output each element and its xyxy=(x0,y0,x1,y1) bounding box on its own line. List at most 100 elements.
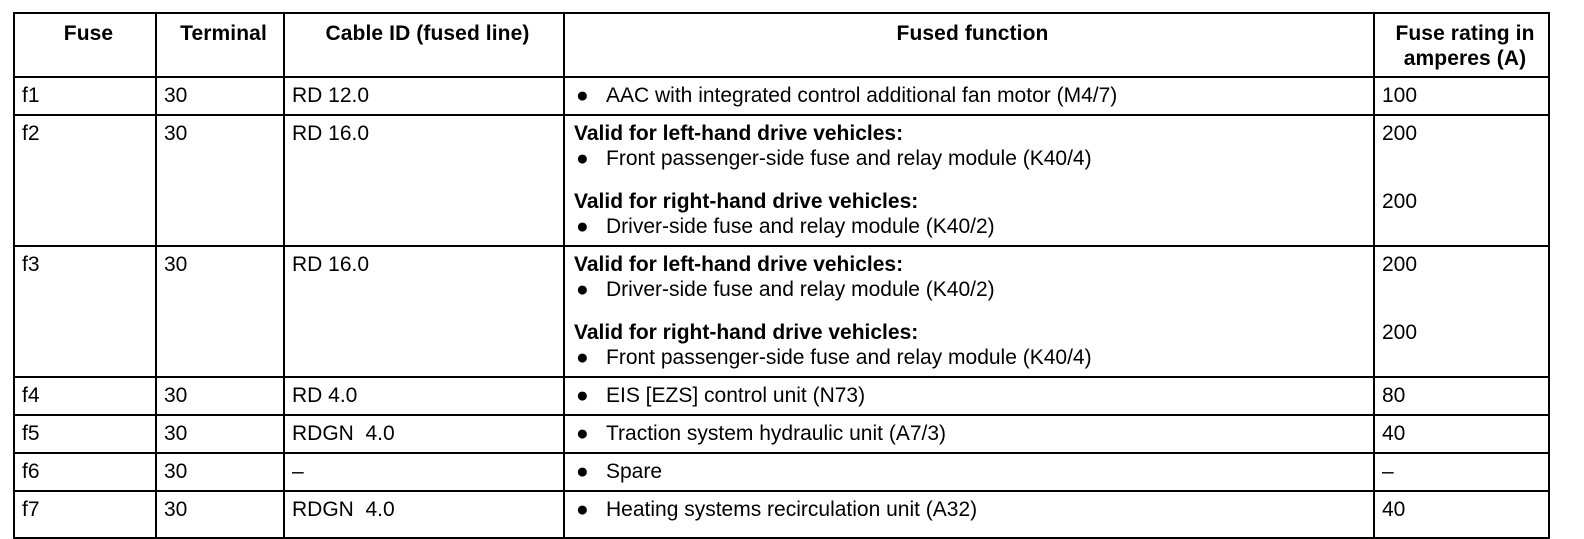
fused-function-block: ● EIS [EZS] control unit (N73) xyxy=(565,378,1373,414)
fused-function-item: ● Driver-side fuse and relay module (K40/… xyxy=(565,277,1373,302)
table-row: f2 30 RD 16.0 Valid for left-hand drive veh… xyxy=(13,114,1550,247)
fuse-id-value: f7 xyxy=(22,498,40,521)
fused-function-block: Valid for left-hand drive vehicles:● Driv… xyxy=(565,247,1373,376)
fused-function-item-label: Spare xyxy=(606,460,663,483)
fused-function-item: ●Front passenger-side fuse and relay mod… xyxy=(565,345,1373,370)
fused-function-item-label: Heating systems recirculation unit (A32) xyxy=(606,498,978,521)
column-header-cable-id: Cable ID (fused line) xyxy=(283,12,565,78)
bullet-icon: ● xyxy=(576,460,589,483)
fused-function-heading: Valid for left-hand drive vehicles: xyxy=(574,253,904,276)
cell-cable-id: RDGN 4.0 xyxy=(283,414,565,454)
fused-function-block: ● Heating systems recirculation unit (A32… xyxy=(565,492,1373,528)
cable-id-value: RDGN 4.0 xyxy=(292,498,395,521)
column-header-fuse-label: Fuse xyxy=(63,22,114,45)
bullet-icon: ● xyxy=(576,498,589,521)
fused-function-item-label: AAC with integrated control additional f… xyxy=(606,84,1118,107)
fuse-rating-value: 100 xyxy=(1382,84,1418,107)
fused-function-item: ● Heating systems recirculation unit (A32… xyxy=(565,497,1373,522)
fused-function-item-label: Traction system hydraulic unit (A7/3) xyxy=(606,422,947,445)
column-header-terminal: Terminal xyxy=(155,12,285,78)
cell-fused-function: Valid for left-hand drive vehicles:●Fron… xyxy=(563,114,1375,247)
fuse-rating-block: – xyxy=(1375,454,1548,490)
cell-fused-function: ● EIS [EZS] control unit (N73) xyxy=(563,376,1375,416)
cell-fused-function: ● Traction system hydraulic unit (A7/3) xyxy=(563,414,1375,454)
fused-function-item-label: EIS [EZS] control unit (N73) xyxy=(606,384,866,407)
fused-function-item: ● Driver-side fuse and relay module (K40/… xyxy=(565,214,1373,239)
fused-function-group: ● Traction system hydraulic unit (A7/3) xyxy=(565,421,1373,446)
fused-function-item-label: Front passenger-side fuse and relay modu… xyxy=(606,147,1092,170)
fuse-id-value: f4 xyxy=(22,384,40,407)
column-header-cable-id-label: Cable ID (fused line) xyxy=(325,22,530,45)
fuse-id-value: f6 xyxy=(22,460,40,483)
cell-fused-function: ● Spare xyxy=(563,452,1375,492)
column-header-fuse: Fuse xyxy=(13,12,157,78)
fused-function-group: Valid for left-hand drive vehicles:● Driv… xyxy=(565,252,1373,302)
fused-function-block: Valid for left-hand drive vehicles:●Fron… xyxy=(565,116,1373,245)
bullet-icon: ● xyxy=(576,384,589,407)
bullet-icon: ● xyxy=(576,84,589,107)
fuse-rating-block: 40 xyxy=(1375,416,1548,452)
cable-id-value: – xyxy=(292,460,304,483)
cell-terminal: 30 xyxy=(155,245,285,378)
cell-fused-function: Valid for left-hand drive vehicles:● Driv… xyxy=(563,245,1375,378)
bullet-icon: ● xyxy=(576,215,589,238)
bullet-icon: ● xyxy=(576,278,589,301)
column-header-fused-function: Fused function xyxy=(563,12,1375,78)
column-header-fused-function-label: Fused function xyxy=(896,22,1049,45)
cell-fused-function: ● Heating systems recirculation unit (A32… xyxy=(563,490,1375,539)
cell-cable-id: RD 16.0 xyxy=(283,245,565,378)
fused-function-heading: Valid for right-hand drive vehicles: xyxy=(574,190,919,213)
fuse-id-value: f2 xyxy=(22,122,40,145)
fused-function-group: Valid for right-hand drive vehicles:● Dri… xyxy=(565,189,1373,239)
cell-fuse: f5 xyxy=(13,414,157,454)
cell-terminal: 30 xyxy=(155,414,285,454)
fused-function-item: ● Traction system hydraulic unit (A7/3) xyxy=(565,421,1373,446)
fuse-rating-value: 200 xyxy=(1382,253,1418,276)
fuse-rating-value: 200 xyxy=(1382,122,1418,145)
cell-fuse-rating: 40 xyxy=(1373,414,1550,454)
cell-cable-id: RDGN 4.0 xyxy=(283,490,565,539)
fuse-allocation-table: Fuse Terminal Cable ID (fused line) Fuse… xyxy=(13,12,1550,539)
fused-function-item: ● EIS [EZS] control unit (N73) xyxy=(565,383,1373,408)
column-header-terminal-label: Terminal xyxy=(180,22,267,45)
fused-function-group: ● Heating systems recirculation unit (A32… xyxy=(565,497,1373,522)
cell-fuse: f2 xyxy=(13,114,157,247)
cable-id-value: RD 16.0 xyxy=(292,253,370,276)
bullet-icon: ● xyxy=(576,147,589,170)
table-row: f3 30 RD 16.0 Valid for left-hand drive veh… xyxy=(13,245,1550,378)
cell-fuse-rating: 40 xyxy=(1373,490,1550,539)
fuse-id-value: f5 xyxy=(22,422,40,445)
fused-function-item: ● Spare xyxy=(565,459,1373,484)
cell-fused-function: ● AAC with integrated control additional … xyxy=(563,76,1375,116)
fused-function-item-label: Driver-side fuse and relay module (K40/2… xyxy=(606,215,995,238)
cable-id-value: RD 16.0 xyxy=(292,122,370,145)
fuse-rating-value: 80 xyxy=(1382,384,1406,407)
fused-function-block: ● Spare xyxy=(565,454,1373,490)
cell-fuse: f7 xyxy=(13,490,157,539)
fused-function-group: Valid for left-hand drive vehicles:●Fron… xyxy=(565,121,1373,171)
cell-fuse: f3 xyxy=(13,245,157,378)
cell-terminal: 30 xyxy=(155,114,285,247)
fused-function-block: ● Traction system hydraulic unit (A7/3) xyxy=(565,416,1373,452)
fuse-rating-value: 40 xyxy=(1382,422,1406,445)
bullet-icon: ● xyxy=(576,422,589,445)
cell-cable-id: RD 4.0 xyxy=(283,376,565,416)
terminal-value: 30 xyxy=(164,498,188,521)
terminal-value: 30 xyxy=(164,122,188,145)
terminal-value: 30 xyxy=(164,84,188,107)
fused-function-item-label: Driver-side fuse and relay module (K40/2… xyxy=(606,278,995,301)
cell-terminal: 30 xyxy=(155,452,285,492)
table-row: f7 30 RDGN 4.0 ● Heating systems recirculati… xyxy=(13,490,1550,539)
fuse-id-value: f3 xyxy=(22,253,40,276)
cell-terminal: 30 xyxy=(155,490,285,539)
table-header-row: Fuse Terminal Cable ID (fused line) Fuse… xyxy=(13,12,1550,78)
terminal-value: 30 xyxy=(164,253,188,276)
cell-fuse: f4 xyxy=(13,376,157,416)
